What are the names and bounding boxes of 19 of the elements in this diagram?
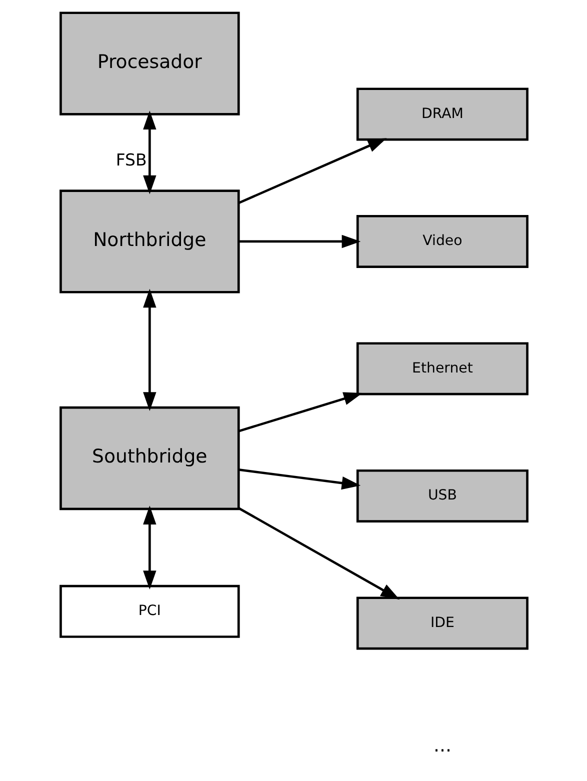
- node-box: Ethernet: [356, 342, 528, 396]
- node-box: IDE: [356, 596, 528, 650]
- arrow: [238, 392, 362, 432]
- arrow: [238, 138, 386, 204]
- node-box: Procesador: [59, 12, 240, 116]
- label: ...: [432, 735, 451, 756]
- arrow: [142, 506, 156, 590]
- arrow: [238, 234, 360, 248]
- arrow: [142, 110, 156, 194]
- node-box: Northbridge: [59, 190, 240, 294]
- node-box: Southbridge: [59, 406, 240, 510]
- node-box: PCI: [59, 584, 240, 638]
- edge-label: FSB: [115, 150, 146, 170]
- arrow: [238, 507, 400, 600]
- node-box: Video: [356, 214, 528, 268]
- arrow: [142, 288, 156, 412]
- node-box: USB: [356, 469, 528, 522]
- arrow: [238, 468, 360, 490]
- node-box: DRAM: [356, 88, 528, 141]
